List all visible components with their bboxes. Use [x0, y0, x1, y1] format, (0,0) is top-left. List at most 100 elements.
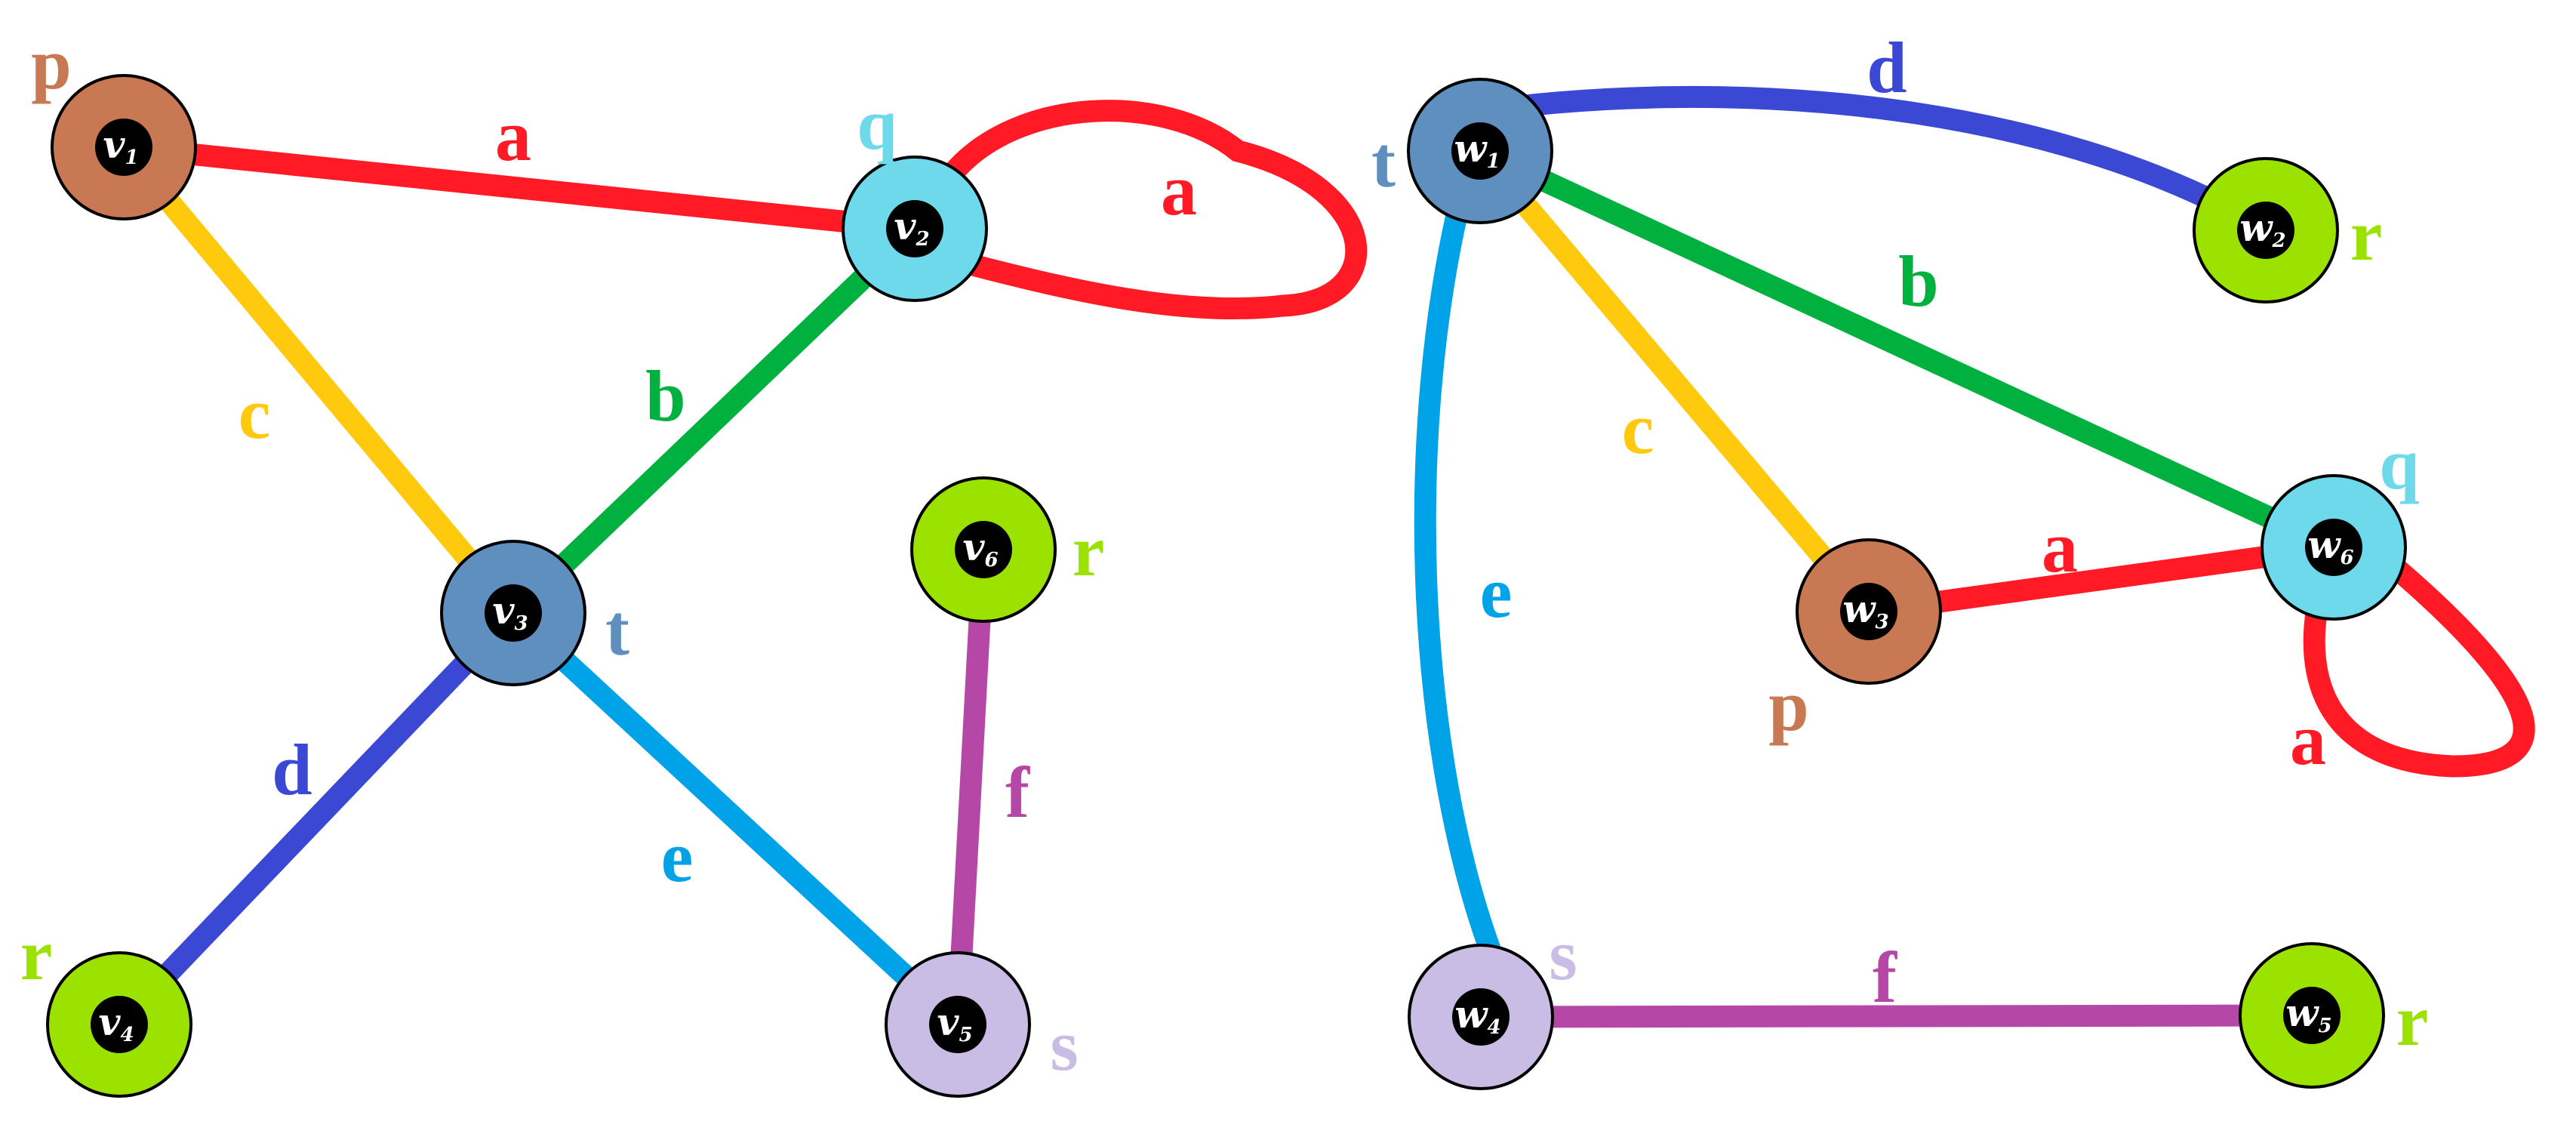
node-name: v1: [103, 122, 138, 169]
node-core: [1452, 988, 1510, 1046]
edge-v6-v5: [946, 549, 995, 1025]
node-core: [886, 200, 943, 257]
edge-w1-w4: [1414, 212, 1501, 955]
edge-label-w1-w2: d: [1867, 27, 1907, 108]
edge-v2-v3: [505, 220, 923, 621]
node-core: [2283, 987, 2341, 1044]
node-core: [485, 584, 542, 642]
edge-label-w3-w6: a: [2042, 507, 2078, 587]
node-letter: v: [962, 525, 985, 569]
node-core: [1840, 583, 1897, 640]
edge-label-w4-w5: f: [1873, 937, 1897, 1018]
edge-v1-v2: [122, 136, 916, 240]
node-v5: v5: [885, 951, 1031, 1098]
node-subscript: 1: [1486, 150, 1500, 173]
node-w1: w1: [1407, 78, 1553, 224]
node-core: [91, 996, 148, 1053]
edge-v3-v5: [506, 605, 965, 1033]
edge-v1-v3: [115, 140, 522, 621]
node-letter: w: [2307, 522, 2341, 567]
edge-label-v2-v2: a: [1161, 149, 1197, 230]
node-name: v4: [98, 1000, 134, 1046]
vertex-label-w6: q: [2379, 424, 2419, 504]
vertex-label-v3: t: [605, 590, 629, 670]
node-w5: w5: [2239, 942, 2385, 1089]
node-subscript: 2: [915, 228, 929, 251]
node-name: w5: [2285, 991, 2331, 1037]
edge-label-v6-v5: f: [1005, 752, 1030, 833]
edge-w1-w2: [1523, 85, 2217, 211]
node-name: v5: [937, 1000, 972, 1046]
vertex-label-v1: p: [31, 23, 71, 104]
edge-label-w6-w6: a: [2290, 699, 2326, 780]
node-subscript: 6: [2340, 547, 2353, 569]
edge-label-v1-v2: a: [495, 95, 531, 176]
edge-label-v1-v3: c: [239, 373, 271, 454]
node-core: [95, 119, 152, 176]
edge-label-v3-v5: e: [661, 816, 694, 897]
node-core: [2237, 202, 2294, 259]
vertex-label-v6: r: [1073, 510, 1105, 591]
vertex-label-w4: s: [1549, 914, 1577, 995]
node-v2: v2: [842, 156, 988, 302]
edge-w1-w3: [1471, 143, 1878, 619]
node-core: [1451, 122, 1509, 180]
edge-label-v2-v3: b: [645, 356, 685, 436]
node-subscript: 3: [1875, 611, 1888, 633]
node-letter: w: [1454, 126, 1488, 171]
vertex-label-v5: s: [1050, 1005, 1078, 1086]
node-letter: w: [1454, 992, 1488, 1037]
node-letter: v: [103, 122, 125, 167]
node-subscript: 5: [2318, 1015, 2331, 1037]
vertex-label-v4: r: [20, 914, 53, 995]
edge-label-w1-w3: c: [1622, 388, 1654, 469]
edge-label-w1-w4: e: [1480, 552, 1513, 633]
edge-w3-w6: [1867, 536, 2335, 623]
node-name: v3: [492, 588, 528, 635]
vertex-label-w3: p: [1768, 665, 1808, 746]
node-core: [2305, 519, 2362, 576]
node-subscript: 2: [2271, 230, 2285, 252]
edge-label-v3-v4: d: [272, 729, 312, 810]
node-letter: v: [98, 1000, 121, 1044]
edge-w1-w6: [1475, 140, 2339, 558]
edges-layer: [111, 85, 2535, 1033]
node-w2: w2: [2193, 157, 2339, 303]
node-subscript: 4: [1487, 1016, 1500, 1039]
node-letter: v: [937, 1000, 959, 1044]
node-subscript: 1: [125, 146, 138, 169]
node-v1: v1: [51, 74, 197, 220]
node-letter: w: [2285, 991, 2319, 1035]
node-name: w3: [1842, 587, 1888, 633]
node-letter: w: [1842, 587, 1876, 631]
edge-v3-v4: [111, 605, 522, 1033]
node-w6: w6: [2261, 474, 2407, 621]
node-name: v6: [962, 525, 998, 572]
node-name: w6: [2307, 522, 2353, 569]
node-w4: w4: [1408, 944, 1554, 1090]
node-v3: v3: [440, 540, 586, 686]
node-name: w1: [1454, 126, 1500, 173]
edge-w6-w6-loop: [2303, 550, 2535, 778]
node-letter: v: [492, 588, 515, 633]
node-subscript: 3: [514, 612, 528, 635]
node-subscript: 6: [984, 549, 998, 572]
node-v6: v6: [910, 476, 1057, 623]
vertex-label-w1: t: [1371, 122, 1396, 202]
edge-w4-w5: [1480, 1004, 2313, 1028]
node-subscript: 5: [959, 1024, 972, 1046]
node-letter: w: [2239, 205, 2273, 250]
node-core: [955, 521, 1012, 578]
node-name: v2: [894, 204, 929, 251]
node-letter: v: [894, 204, 916, 248]
node-name: w2: [2239, 205, 2285, 252]
node-subscript: 4: [120, 1024, 134, 1046]
node-v4: v4: [46, 951, 192, 1098]
vertex-label-w2: r: [2350, 195, 2383, 276]
node-name: w4: [1454, 992, 1500, 1039]
edge-v2-v2-loop: [943, 100, 1368, 320]
